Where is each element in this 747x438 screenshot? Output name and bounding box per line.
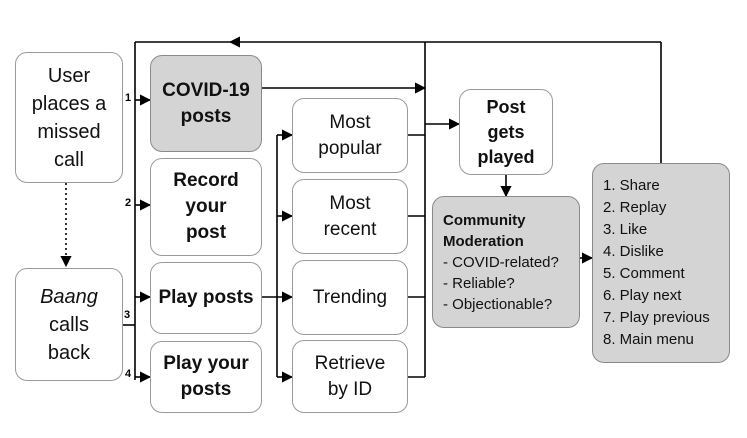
baang-line: back bbox=[47, 341, 91, 364]
played-line: played bbox=[477, 146, 535, 167]
play-your-posts-box: Play your posts bbox=[150, 341, 262, 413]
user-box: User places a missed call bbox=[15, 52, 123, 183]
covid-posts-box: COVID-19 posts bbox=[150, 55, 262, 152]
menu-item: 2. Replay bbox=[603, 199, 667, 216]
recent-line: recent bbox=[323, 218, 377, 240]
post-gets-played-box: Post gets played bbox=[459, 89, 553, 175]
menu-item: 7. Play previous bbox=[603, 309, 710, 326]
menu-options-box: 1. Share 2. Replay 3. Like 4. Dislike 5.… bbox=[592, 163, 730, 363]
moderation-title: Moderation bbox=[443, 232, 524, 250]
record-line: post bbox=[185, 222, 227, 243]
community-moderation-box: Community Moderation - COVID-related? - … bbox=[432, 196, 580, 328]
moderation-item: - Reliable? bbox=[443, 274, 515, 292]
popular-line: Most bbox=[329, 111, 371, 133]
user-line: missed bbox=[37, 120, 101, 143]
baang-box: Baang calls back bbox=[15, 268, 123, 381]
record-line: Record bbox=[173, 170, 239, 191]
option-number: 4 bbox=[125, 368, 132, 380]
menu-item: 6. Play next bbox=[603, 287, 682, 304]
recent-line: Most bbox=[329, 192, 371, 214]
moderation-title: Community bbox=[443, 211, 526, 229]
option-number: 1 bbox=[125, 92, 132, 104]
menu-item: 3. Like bbox=[603, 221, 648, 238]
baang-name: Baang bbox=[40, 285, 98, 308]
menu-item: 5. Comment bbox=[603, 265, 685, 282]
trending-box: Trending bbox=[292, 260, 408, 335]
retrieve-line: Retrieve bbox=[314, 352, 386, 374]
play-your-line: Play your bbox=[163, 353, 249, 374]
user-line: places a bbox=[31, 92, 107, 115]
popular-line: popular bbox=[318, 137, 382, 159]
moderation-item: - Objectionable? bbox=[443, 295, 553, 313]
covid-line: COVID-19 bbox=[162, 79, 250, 101]
played-line: Post bbox=[486, 96, 526, 117]
menu-item: 8. Main menu bbox=[603, 331, 694, 348]
record-line: your bbox=[185, 196, 227, 217]
option-number: 2 bbox=[125, 197, 132, 209]
retrieve-by-id-box: Retrieve by ID bbox=[292, 340, 408, 413]
most-popular-box: Most popular bbox=[292, 98, 408, 173]
play-your-line: posts bbox=[180, 379, 232, 400]
baang-line: calls bbox=[48, 313, 89, 336]
moderation-item: - COVID-related? bbox=[443, 253, 559, 271]
user-line: User bbox=[47, 64, 91, 87]
menu-item: 1. Share bbox=[603, 177, 660, 194]
play-posts-box: Play posts bbox=[150, 262, 262, 334]
played-line: gets bbox=[487, 121, 525, 142]
most-recent-box: Most recent bbox=[292, 179, 408, 254]
covid-line: posts bbox=[180, 105, 232, 127]
option-number: 3 bbox=[124, 309, 131, 321]
record-post-box: Record your post bbox=[150, 158, 262, 256]
retrieve-line: by ID bbox=[327, 378, 373, 400]
user-line: call bbox=[53, 148, 84, 171]
trending-label: Trending bbox=[312, 286, 388, 308]
play-posts-label: Play posts bbox=[158, 287, 254, 308]
menu-item: 4. Dislike bbox=[603, 243, 664, 260]
